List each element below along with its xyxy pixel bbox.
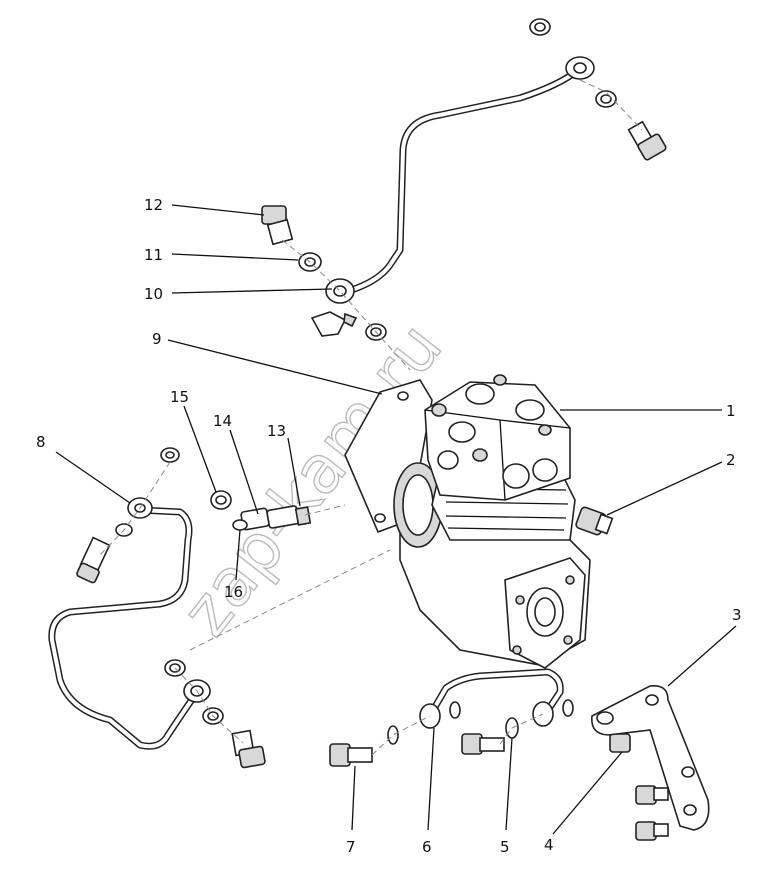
callout-12: 12 bbox=[144, 196, 163, 214]
callout-13: 13 bbox=[267, 422, 286, 440]
bolt-middle bbox=[461, 733, 505, 755]
callout-14: 14 bbox=[213, 412, 232, 430]
upper-pipe bbox=[341, 56, 595, 296]
lower-pipe bbox=[419, 668, 564, 729]
top-washer-1 bbox=[529, 18, 551, 36]
banjo-bolt-lower-left bbox=[231, 729, 266, 769]
callout-7: 7 bbox=[346, 838, 356, 856]
banjo-bolt-8 bbox=[76, 536, 111, 584]
top-banjo-bolt bbox=[627, 120, 667, 161]
spring-washer-pipe bbox=[449, 701, 461, 719]
washer-16 bbox=[232, 519, 248, 531]
callout-8: 8 bbox=[36, 433, 46, 451]
callout-16: 16 bbox=[224, 583, 243, 601]
callout-2: 2 bbox=[726, 451, 736, 469]
callout-10: 10 bbox=[144, 285, 163, 303]
bolt-7 bbox=[329, 743, 373, 767]
callout-6: 6 bbox=[422, 838, 432, 856]
fitting-2 bbox=[575, 506, 614, 536]
compressor-assembly bbox=[344, 374, 591, 669]
callout-3: 3 bbox=[732, 606, 742, 624]
callout-1: 1 bbox=[726, 402, 736, 420]
bracket-bolt-1 bbox=[635, 785, 669, 805]
bracket-bolt-2 bbox=[635, 821, 669, 841]
washer-15 bbox=[210, 490, 232, 510]
bolt-4 bbox=[609, 733, 631, 753]
fitting-13 bbox=[266, 505, 312, 529]
callout-15: 15 bbox=[170, 388, 189, 406]
left-pipe-8 bbox=[48, 497, 211, 750]
callout-11: 11 bbox=[144, 246, 163, 264]
callouts: 1 2 3 4 5 6 7 8 9 10 11 12 13 14 15 16 bbox=[36, 196, 742, 856]
banjo-fitting-10 bbox=[310, 278, 358, 337]
banjo-bolt-12 bbox=[261, 205, 294, 246]
spring-washer-right bbox=[562, 699, 574, 717]
callout-4: 4 bbox=[544, 836, 554, 854]
callout-5: 5 bbox=[500, 838, 510, 856]
spring-washer-left bbox=[387, 725, 399, 745]
washer-8-top bbox=[160, 447, 180, 463]
leader-lines bbox=[55, 204, 737, 835]
top-washer-2 bbox=[595, 90, 617, 108]
callout-9: 9 bbox=[152, 330, 162, 348]
bracket-3 bbox=[591, 684, 710, 831]
